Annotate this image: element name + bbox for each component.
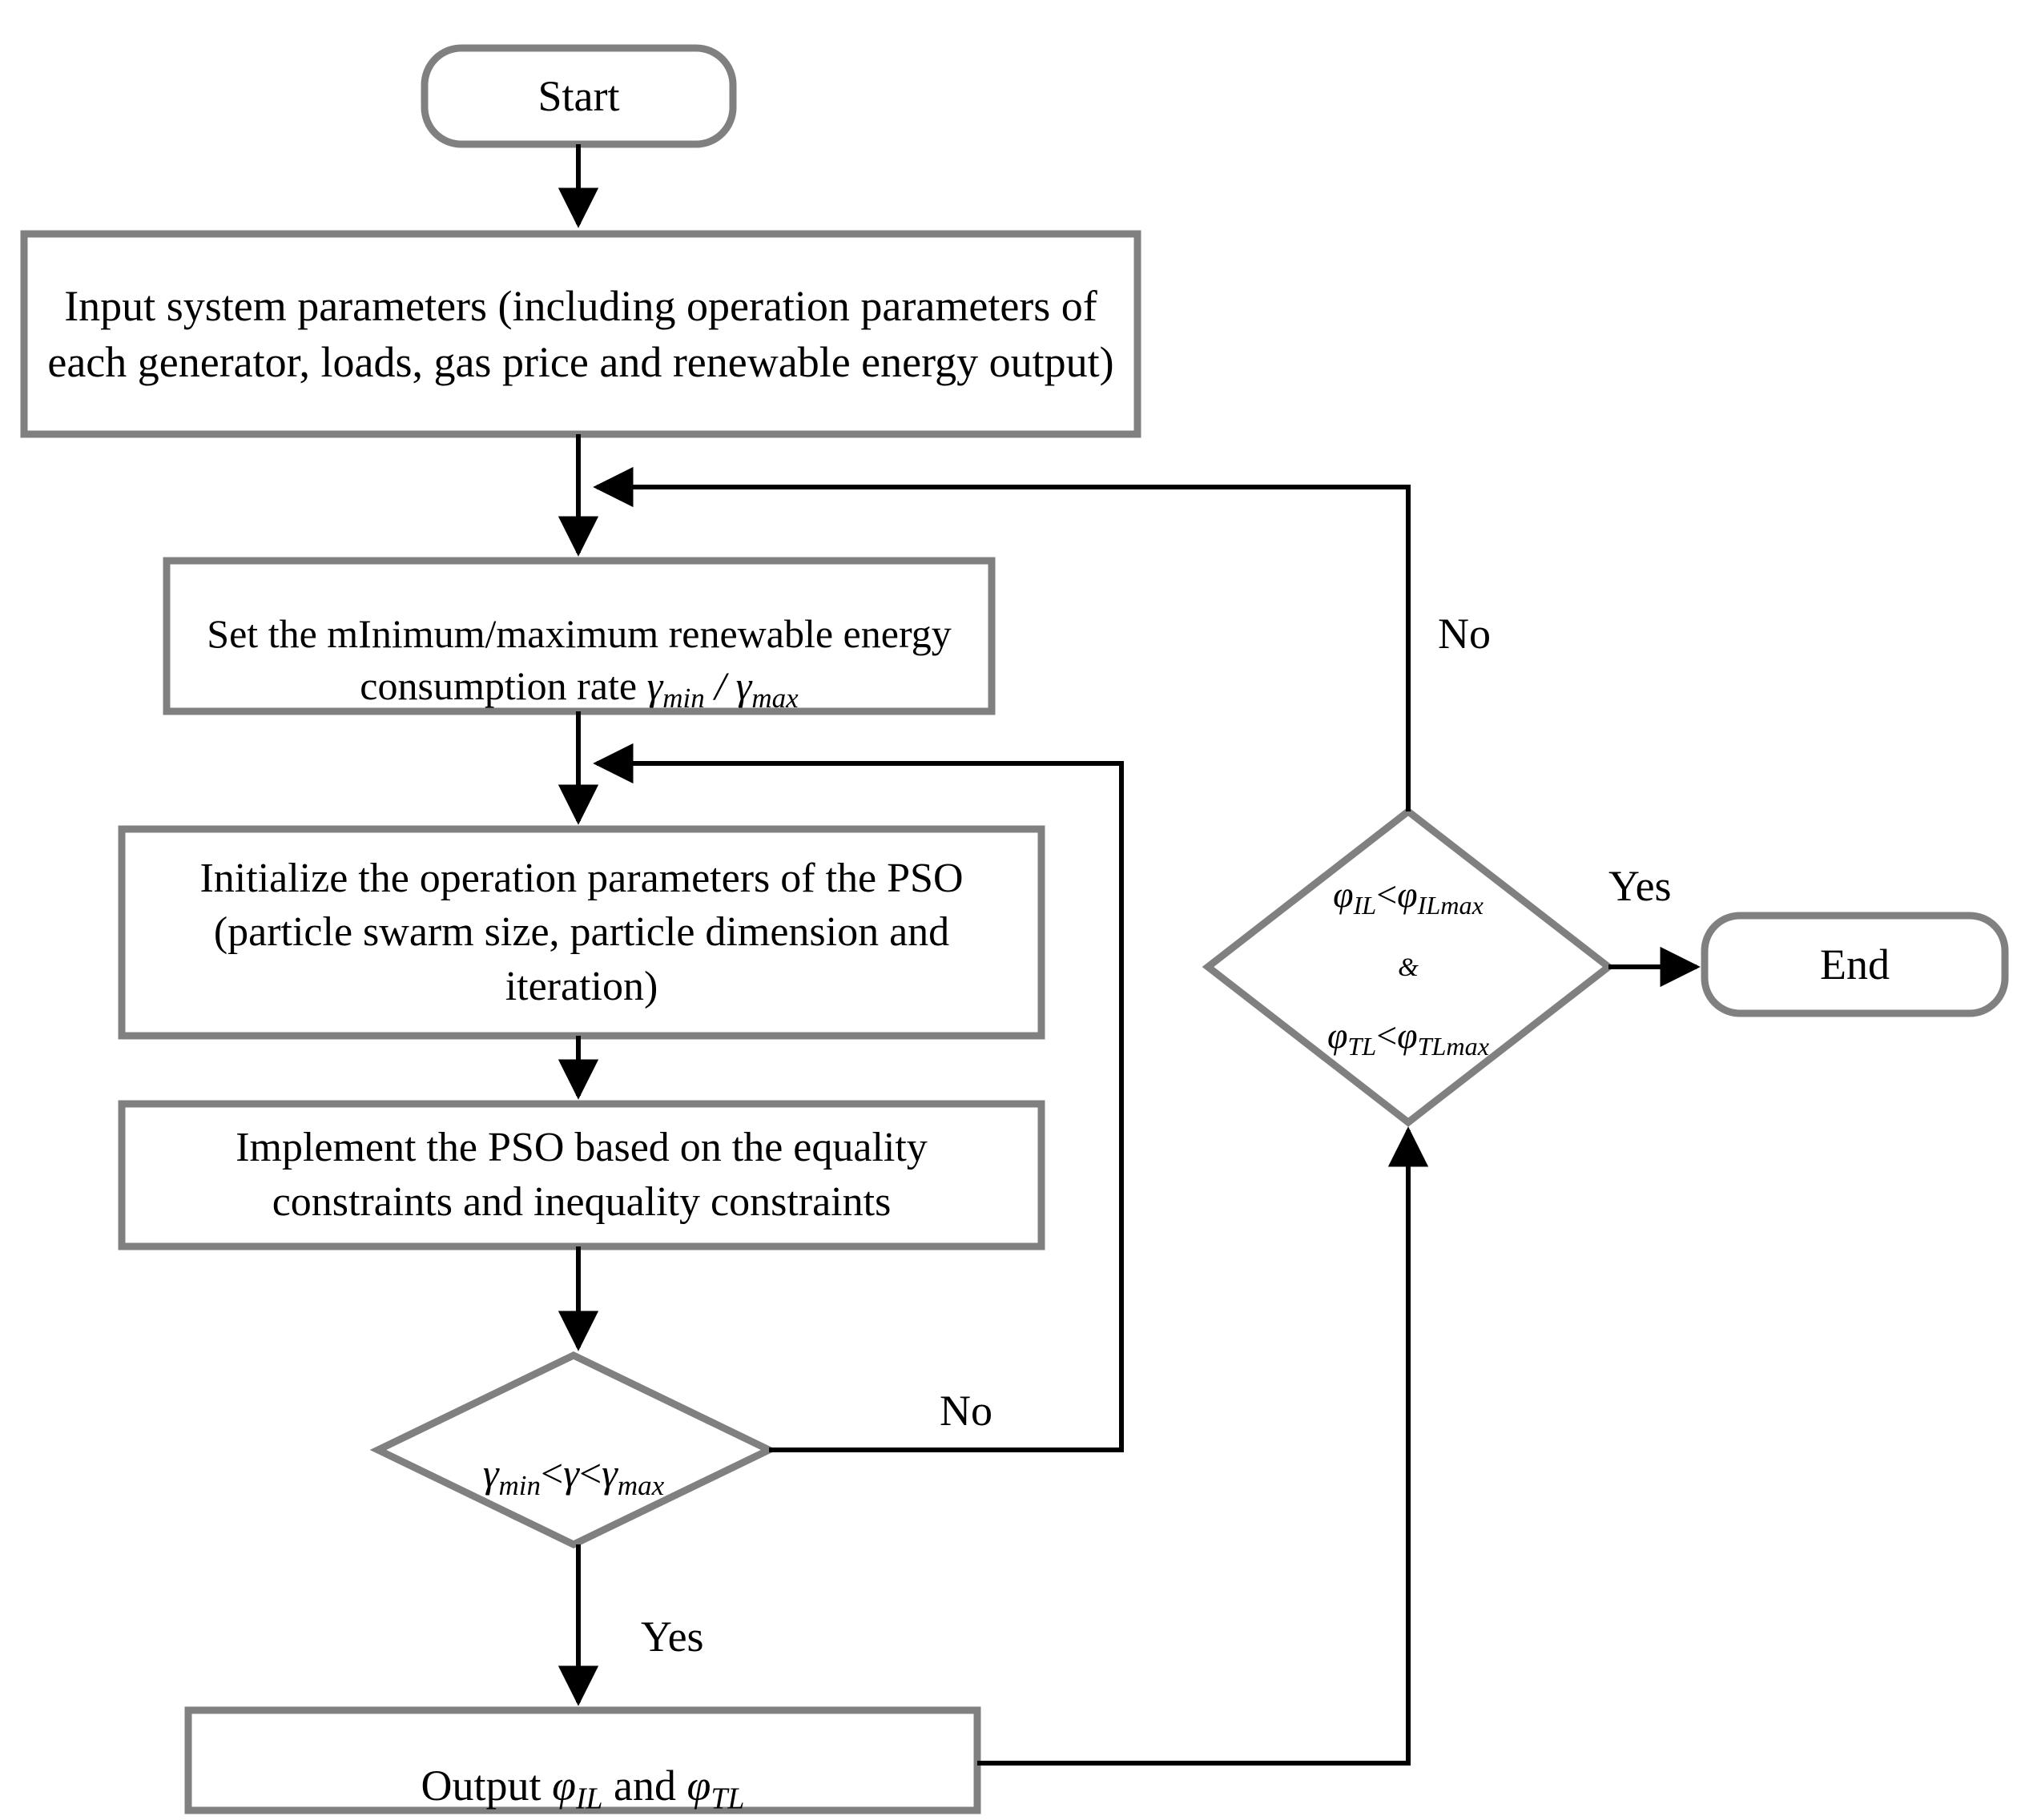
edge-label-phi-yes: Yes bbox=[1608, 862, 1672, 910]
node-implement-pso bbox=[118, 1100, 1045, 1250]
node-phi-decision bbox=[1202, 807, 1615, 1127]
edge-output-to-phi bbox=[977, 1126, 1429, 1766]
phi-op-2: < bbox=[1376, 1014, 1398, 1056]
phi-tl-subscript: TL bbox=[1347, 1032, 1377, 1061]
node-gamma-decision bbox=[369, 1351, 778, 1548]
edge-phi-no-loop bbox=[593, 466, 1411, 811]
phi-tlmax-subscript: TLmax bbox=[1417, 1032, 1490, 1061]
phi-tlmax-symbol: φ bbox=[1397, 1014, 1418, 1056]
phi-condition-ampersand: & bbox=[1398, 952, 1419, 982]
node-start bbox=[421, 44, 737, 148]
phi-ilmax-symbol: φ bbox=[1397, 874, 1418, 915]
phi-il-subscript: IL bbox=[1353, 891, 1377, 920]
phi-op-1: < bbox=[1376, 874, 1398, 915]
edge-gamma-no-loop bbox=[593, 743, 1124, 1452]
node-set-rate bbox=[163, 557, 996, 715]
phi-condition-line-3: φTL<φTLmax bbox=[1327, 1014, 1489, 1061]
node-init-pso bbox=[118, 825, 1045, 1040]
edge-label-gamma-yes: Yes bbox=[641, 1613, 704, 1661]
node-input-params bbox=[20, 230, 1141, 438]
node-phi-decision-label: φIL<φILmax & φTL<φTLmax bbox=[1248, 873, 1568, 1061]
node-end bbox=[1701, 912, 2009, 1017]
phi-il-symbol: φ bbox=[1333, 874, 1354, 915]
node-output-phi bbox=[184, 1706, 981, 1814]
phi-condition-line-1: φIL<φILmax bbox=[1333, 873, 1484, 920]
phi-ilmax-subscript: ILmax bbox=[1417, 891, 1484, 920]
edge-label-phi-no: No bbox=[1438, 610, 1491, 658]
edge-label-gamma-no: No bbox=[940, 1387, 992, 1435]
phi-tl-symbol: φ bbox=[1327, 1014, 1348, 1056]
